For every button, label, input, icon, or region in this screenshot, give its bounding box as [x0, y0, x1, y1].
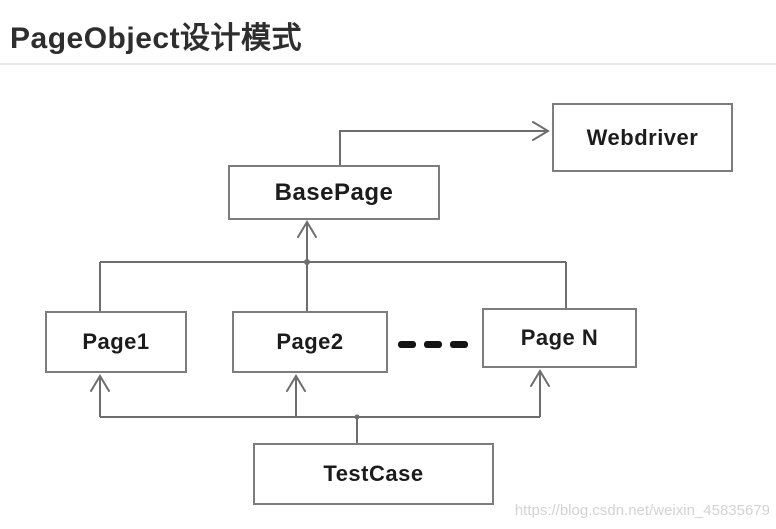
page-title: PageObject设计模式: [10, 22, 303, 55]
node-page1-label: Page1: [82, 329, 150, 354]
node-page2-label: Page2: [276, 329, 344, 354]
watermark: https://blog.csdn.net/weixin_45835679: [514, 502, 770, 519]
node-page1: Page1: [45, 311, 187, 373]
node-page-n: Page N: [482, 308, 637, 368]
arrowhead-to-webdriver: [532, 121, 550, 141]
ellipsis-dashes: [398, 341, 468, 348]
node-webdriver-label: Webdriver: [586, 124, 699, 150]
edge-basepage-to-webdriver: [339, 130, 546, 167]
arrowhead-to-page-n: [530, 369, 550, 387]
node-page2: Page2: [232, 311, 388, 373]
title-separator: [0, 63, 776, 65]
node-testcase-label: TestCase: [323, 461, 424, 486]
node-testcase: TestCase: [253, 443, 494, 505]
node-basepage: BasePage: [228, 165, 440, 220]
node-webdriver: Webdriver: [552, 103, 733, 172]
arrowhead-to-basepage: [297, 220, 317, 238]
arrowhead-to-page1: [90, 374, 110, 392]
node-basepage-label: BasePage: [274, 178, 394, 206]
node-page-n-label: Page N: [520, 325, 599, 350]
arrowhead-to-page2: [286, 374, 306, 392]
